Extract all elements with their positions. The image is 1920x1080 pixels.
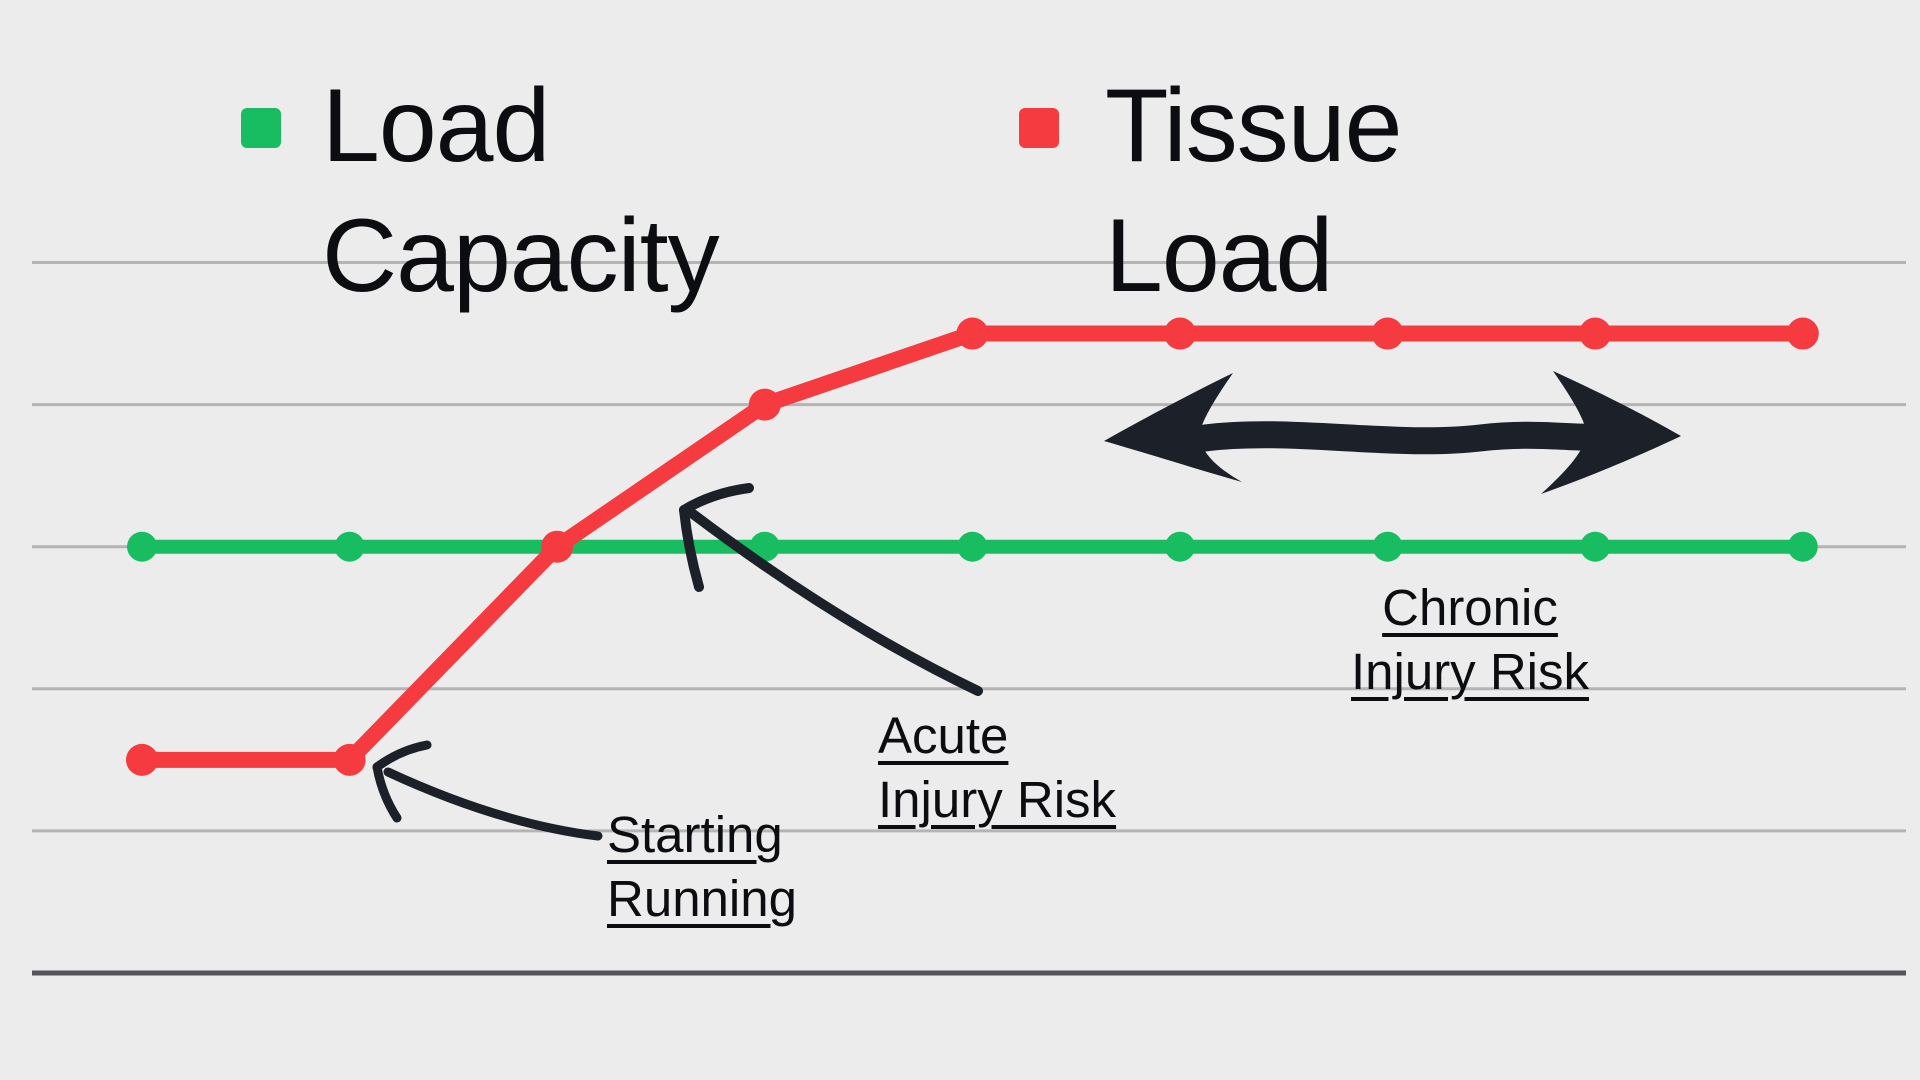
data-point <box>541 530 574 563</box>
legend-label-line: Tissue <box>1105 68 1402 184</box>
data-point <box>1371 317 1404 350</box>
acute-injury-arrow <box>679 483 983 696</box>
data-point <box>1165 531 1195 562</box>
legend-label-line: Load <box>322 68 550 184</box>
annotation-text-line: Starting <box>607 806 783 863</box>
legend-label-line: Capacity <box>322 198 720 314</box>
data-point <box>748 388 781 421</box>
data-point <box>1164 317 1196 350</box>
legend-label-tissue-load: Tissue Load <box>1105 61 1402 321</box>
legend-label-load-capacity: Load Capacity <box>322 61 720 321</box>
legend-label-line: Load <box>1105 198 1333 314</box>
data-point <box>956 317 989 350</box>
data-point <box>1787 531 1818 562</box>
annotation-text-line: Injury Risk <box>878 771 1117 828</box>
data-point <box>126 743 158 776</box>
data-point <box>749 531 780 562</box>
data-point <box>333 743 366 776</box>
data-point <box>127 531 157 562</box>
annotation-chronic-injury-risk: Chronic Injury Risk <box>1290 576 1650 704</box>
annotation-acute-injury-risk: Acute Injury Risk <box>878 704 1116 832</box>
data-point <box>957 531 988 562</box>
starting-running-arrow <box>372 740 603 841</box>
annotation-text-line: Injury Risk <box>1350 643 1590 700</box>
data-point <box>334 531 365 562</box>
data-point <box>1372 531 1403 562</box>
chronic-double-arrow <box>1104 371 1681 494</box>
annotation-text-line: Running <box>607 870 797 927</box>
annotation-starting-running: Starting Running <box>607 803 797 931</box>
series-load-capacity <box>127 531 1818 562</box>
annotation-text-line: Chronic <box>1382 579 1558 636</box>
data-point <box>1786 317 1819 350</box>
legend-swatch-load-capacity <box>241 108 281 148</box>
annotation-text-line: Acute <box>878 707 1009 764</box>
chart-series <box>126 317 1819 776</box>
data-point <box>1580 531 1611 562</box>
legend-swatch-tissue-load <box>1019 108 1059 148</box>
series-tissue-load <box>126 317 1819 776</box>
data-point <box>1579 317 1612 350</box>
